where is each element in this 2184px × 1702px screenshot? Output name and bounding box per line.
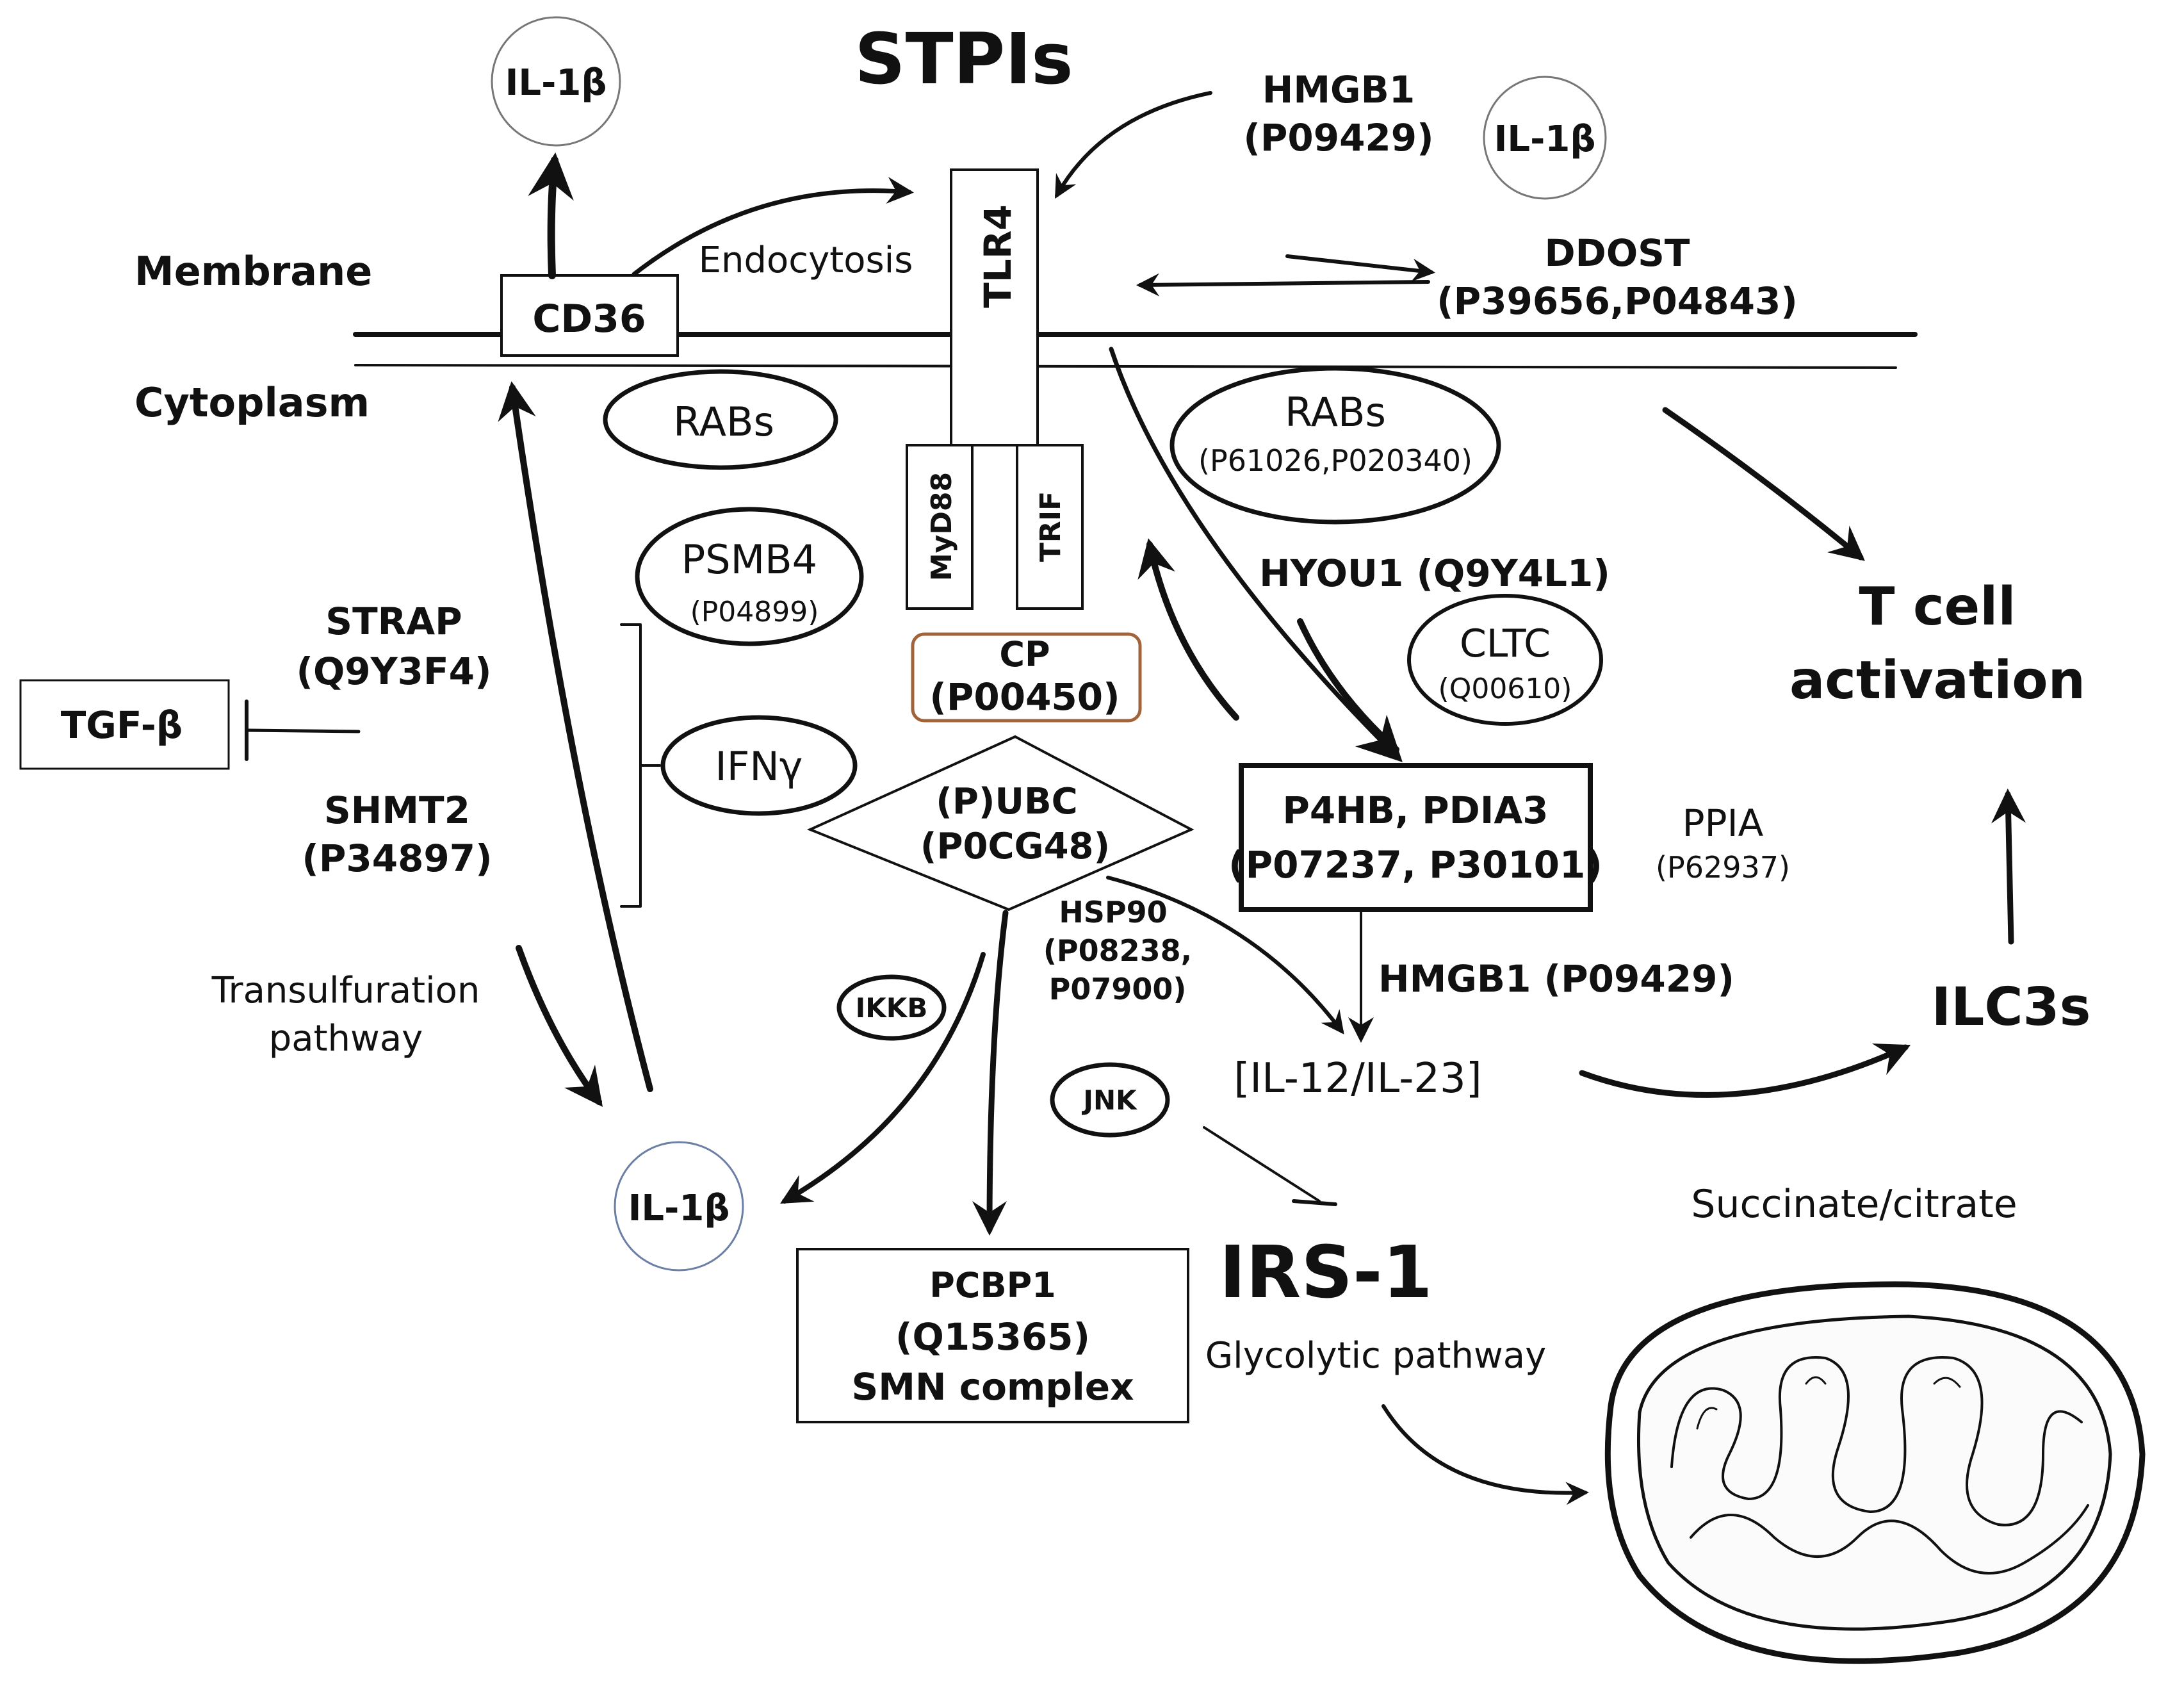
ikkb-oval: IKKB bbox=[836, 974, 947, 1041]
ppia-name: PPIA bbox=[1683, 801, 1764, 845]
hsp90-id-line1: (P08238, bbox=[1043, 933, 1192, 968]
cytoplasm-label: Cytoplasm bbox=[134, 379, 370, 426]
inhibit-bar-irs1 bbox=[1292, 1199, 1337, 1206]
glycolytic-label: Glycolytic pathway bbox=[1205, 1335, 1547, 1377]
strap-name: STRAP bbox=[325, 600, 462, 643]
succinate-label: Succinate/citrate bbox=[1691, 1182, 2017, 1227]
myd88-label: MyD88 bbox=[925, 472, 958, 581]
hsp90-name: HSP90 bbox=[1059, 895, 1167, 929]
ifng-oval: IFNγ bbox=[660, 715, 858, 816]
il1b-bottom-label: IL-1β bbox=[628, 1188, 730, 1229]
shmt2-name: SHMT2 bbox=[324, 789, 470, 832]
tgfb-box: TGF-β bbox=[19, 679, 230, 770]
arrow-p4hb-to-trif bbox=[1137, 538, 1239, 721]
pcbp1-id: (Q15365) bbox=[895, 1315, 1090, 1359]
arrow-to-tcell-activation bbox=[1662, 407, 1865, 561]
strap-id: (Q9Y3F4) bbox=[296, 650, 491, 693]
cltc-name: CLTC bbox=[1460, 621, 1551, 666]
myd88-adaptor: MyD88 bbox=[906, 444, 974, 610]
arrow-ddost-to-tlr4 bbox=[1136, 273, 1430, 297]
psmb4-oval: PSMB4 (P04899) bbox=[635, 507, 864, 646]
psmb4-id: (P04899) bbox=[690, 596, 819, 628]
pcbp1-box: PCBP1 (Q15365) SMN complex bbox=[796, 1248, 1189, 1423]
transulfuration-label-line1: Transulfuration bbox=[211, 970, 480, 1011]
ubc-diamond: (P)UBC (P0CG48) bbox=[806, 735, 1194, 912]
arrow-ubc-to-il1b bbox=[780, 952, 986, 1204]
hmgb1-top-id: (P09429) bbox=[1243, 116, 1433, 160]
jnk-oval: JNK bbox=[1050, 1062, 1170, 1138]
rabs-left-label: RABs bbox=[673, 398, 774, 445]
trif-adaptor: TRIF bbox=[1016, 444, 1084, 610]
cd36-receptor: CD36 bbox=[500, 274, 679, 357]
arrow-transulfuration bbox=[516, 945, 603, 1108]
arrow-ubc-to-il12 bbox=[1106, 876, 1344, 1035]
hsp90-id-line2: P07900) bbox=[1049, 972, 1187, 1006]
psmb4-name: PSMB4 bbox=[681, 536, 817, 583]
irs1-label: IRS-1 bbox=[1219, 1231, 1433, 1314]
tcell-label-line2: activation bbox=[1789, 650, 2085, 711]
endocytosis-label: Endocytosis bbox=[699, 240, 913, 281]
il1b-bottom-node: IL-1β bbox=[614, 1141, 744, 1272]
ubc-name: (P)UBC bbox=[936, 781, 1077, 822]
ddost-name: DDOST bbox=[1545, 231, 1690, 275]
pcbp1-complex: SMN complex bbox=[851, 1365, 1134, 1409]
trif-label: TRIF bbox=[1034, 491, 1067, 562]
ilc3s-label: ILC3s bbox=[1932, 977, 2091, 1038]
mitochondrion-icon bbox=[1604, 1281, 2146, 1664]
il1b-top-right-node: IL-1β bbox=[1483, 76, 1607, 200]
il1b-top-right-label: IL-1β bbox=[1494, 119, 1596, 160]
hmgb1-mid-label: HMGB1 (P09429) bbox=[1378, 957, 1734, 1001]
transulfuration-label-line2: pathway bbox=[269, 1018, 423, 1060]
ddost-id: (P39656,P04843) bbox=[1437, 279, 1798, 323]
inhibit-line-tgfb bbox=[245, 728, 361, 733]
il12-label: [IL-12/IL-23] bbox=[1234, 1055, 1481, 1102]
inhibit-line-jnk bbox=[1203, 1126, 1321, 1202]
bracket bbox=[620, 623, 661, 908]
ubc-id: (P0CG48) bbox=[920, 826, 1110, 867]
tlr4-label: TLR4 bbox=[976, 204, 1020, 308]
arrow-glycolytic-to-mito bbox=[1381, 1404, 1589, 1505]
ifng-label: IFNγ bbox=[715, 743, 803, 790]
pcbp1-name: PCBP1 bbox=[929, 1265, 1056, 1305]
arrow-hyou1-to-p4hb bbox=[1297, 618, 1399, 753]
jnk-label: JNK bbox=[1081, 1084, 1137, 1116]
cltc-oval: CLTC (Q00610) bbox=[1407, 594, 1603, 726]
arrow-ubc-to-pcbp1 bbox=[972, 910, 1009, 1236]
arrow-tlr4-to-ddost bbox=[1285, 254, 1435, 282]
rabs-right-name: RABs bbox=[1285, 389, 1386, 436]
arrow-hmgb1-to-tlr4 bbox=[1055, 91, 1212, 199]
tgfb-label: TGF-β bbox=[61, 703, 183, 747]
diagram-title: STPIs bbox=[854, 18, 1073, 100]
p4hb-box: P4HB, PDIA3 (P07237, P30101) bbox=[1228, 763, 1602, 912]
membrane-label: Membrane bbox=[134, 248, 372, 295]
p4hb-name: P4HB, PDIA3 bbox=[1282, 789, 1548, 832]
arrow-up-to-cd36 bbox=[498, 381, 653, 1092]
cp-id: (P00450) bbox=[929, 675, 1120, 719]
arrow-ilc3s-to-tcell bbox=[1991, 789, 2026, 945]
cd36-label: CD36 bbox=[532, 297, 646, 341]
rabs-right-id: (P61026,P020340) bbox=[1198, 443, 1472, 478]
hmgb1-top-name: HMGB1 bbox=[1262, 68, 1415, 111]
arrow-cd36-to-il1b bbox=[528, 152, 574, 279]
ikkb-label: IKKB bbox=[856, 992, 928, 1024]
rabs-left-oval: RABs bbox=[603, 369, 838, 470]
ppia-id: (P62937) bbox=[1656, 850, 1790, 885]
arrow-tlr4-to-p4hb bbox=[1109, 347, 1403, 762]
arrow-il12-to-ilc3s bbox=[1579, 1043, 1911, 1098]
il1b-top-left-node: IL-1β bbox=[491, 16, 621, 147]
p4hb-id: (P07237, P30101) bbox=[1228, 843, 1602, 887]
shmt2-id: (P34897) bbox=[302, 837, 492, 880]
cltc-id: (Q00610) bbox=[1438, 673, 1572, 705]
tlr4-receptor: TLR4 bbox=[950, 168, 1039, 446]
cp-name: CP bbox=[999, 634, 1050, 675]
hyou1-label: HYOU1 (Q9Y4L1) bbox=[1259, 552, 1610, 595]
cp-box: CP (P00450) bbox=[911, 632, 1142, 723]
rabs-right-oval: RABs (P61026,P020340) bbox=[1169, 366, 1501, 525]
membrane-line-inner bbox=[354, 364, 1897, 369]
arrow-endocytosis bbox=[632, 177, 914, 277]
tcell-label-line1: T cell bbox=[1859, 577, 2016, 637]
il1b-top-left-label: IL-1β bbox=[505, 62, 607, 104]
